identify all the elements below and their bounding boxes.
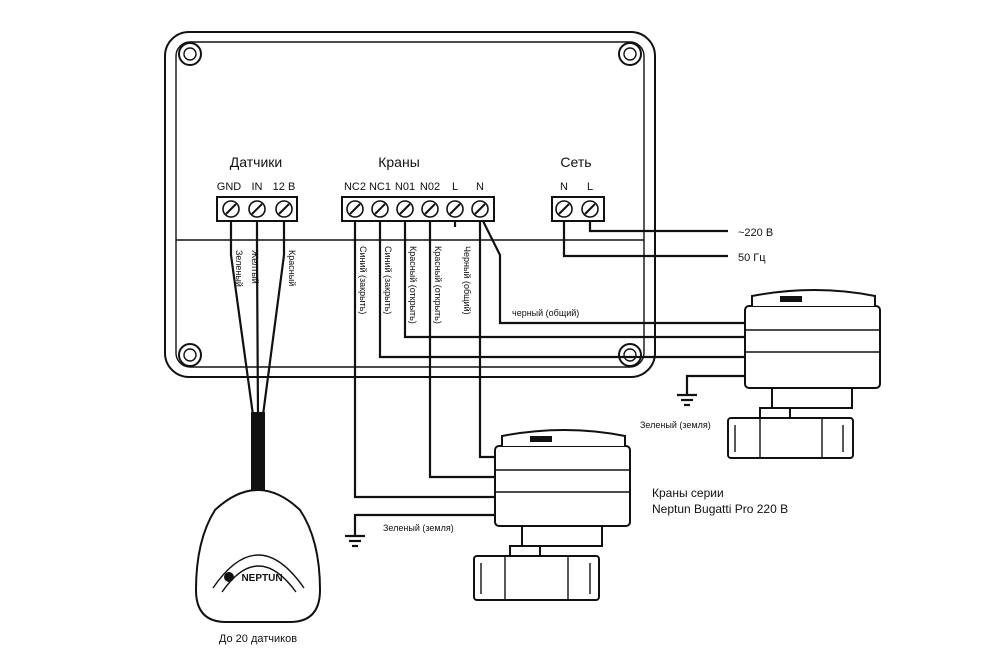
wire-label-black-common-vertical: Черный (общий) [462,246,472,315]
screw-slot [278,203,290,215]
screw-slot [424,203,436,215]
ground-icon [345,513,495,548]
mount-hole-bottom-left [178,343,202,367]
wire-label-black-common: черный (общий) [512,308,579,318]
terminal-label-n02: N02 [420,181,440,193]
wire-label-yellow: Желтый [250,250,260,284]
terminal-label-n01: N01 [395,181,415,193]
valve-terminal-block [341,196,495,222]
sensors-group-title: Датчики [230,154,282,170]
terminal-label-nc1: NC1 [369,181,391,193]
terminal-label-net-n: N [560,181,568,193]
mount-hole-top-left [178,42,202,66]
valve-series-line2: Neptun Bugatti Pro 220 В [652,502,788,516]
wire-label-red-open-1: Красный (открыть) [408,246,418,324]
neptun-logo-icon [224,572,234,582]
terminal-label-gnd: GND [217,181,242,193]
wire-label-green: Зеленый [234,250,244,287]
sensor-brand: NEPTUN [241,573,282,584]
sensor-caption: До 20 датчиков [219,633,297,645]
terminal-label-in: IN [252,181,263,193]
wire-label-red: Красный [287,250,297,286]
wire-label-blue-close-1: Синий (закрыть) [358,246,368,314]
water-sensor: NEPTUN [194,489,322,623]
mount-hole-top-right [618,42,642,66]
terminal-label-nc2: NC2 [344,181,366,193]
sensor-cable [251,412,265,492]
power-wires [562,221,728,258]
sensor-wires [229,221,286,492]
wire-label-blue-close-2: Синий (закрыть) [383,246,393,314]
valves-group-title: Краны [378,154,420,170]
lower-valve [473,429,631,601]
ground-label-lower: Зеленый (земля) [383,523,454,533]
screw-slot [251,203,263,215]
power-voltage-label: ~220 В [738,227,773,239]
screw-slot [349,203,361,215]
screw-slot [558,203,570,215]
valve-wires [353,220,745,499]
upper-valve [727,289,881,459]
power-frequency-label: 50 Гц [738,252,766,264]
screw-slot [374,203,386,215]
valve-series-line1: Краны серии [652,486,724,500]
wire-label-red-open-2: Красный (открыть) [433,246,443,324]
ground-label-upper: Зеленый (земля) [640,420,711,430]
terminal-label-n: N [476,181,484,193]
network-group-title: Сеть [560,154,591,170]
screw-slot [399,203,411,215]
terminal-label-l: L [452,181,458,193]
terminal-label-net-l: L [587,181,593,193]
ground-icon [677,374,745,407]
screw-slot [584,203,596,215]
screw-slot [225,203,237,215]
mount-hole-bottom-right [618,343,642,367]
terminal-screws [222,200,599,218]
screw-slot [449,203,461,215]
terminal-label-12v: 12 В [273,181,296,193]
screw-slot [474,203,486,215]
